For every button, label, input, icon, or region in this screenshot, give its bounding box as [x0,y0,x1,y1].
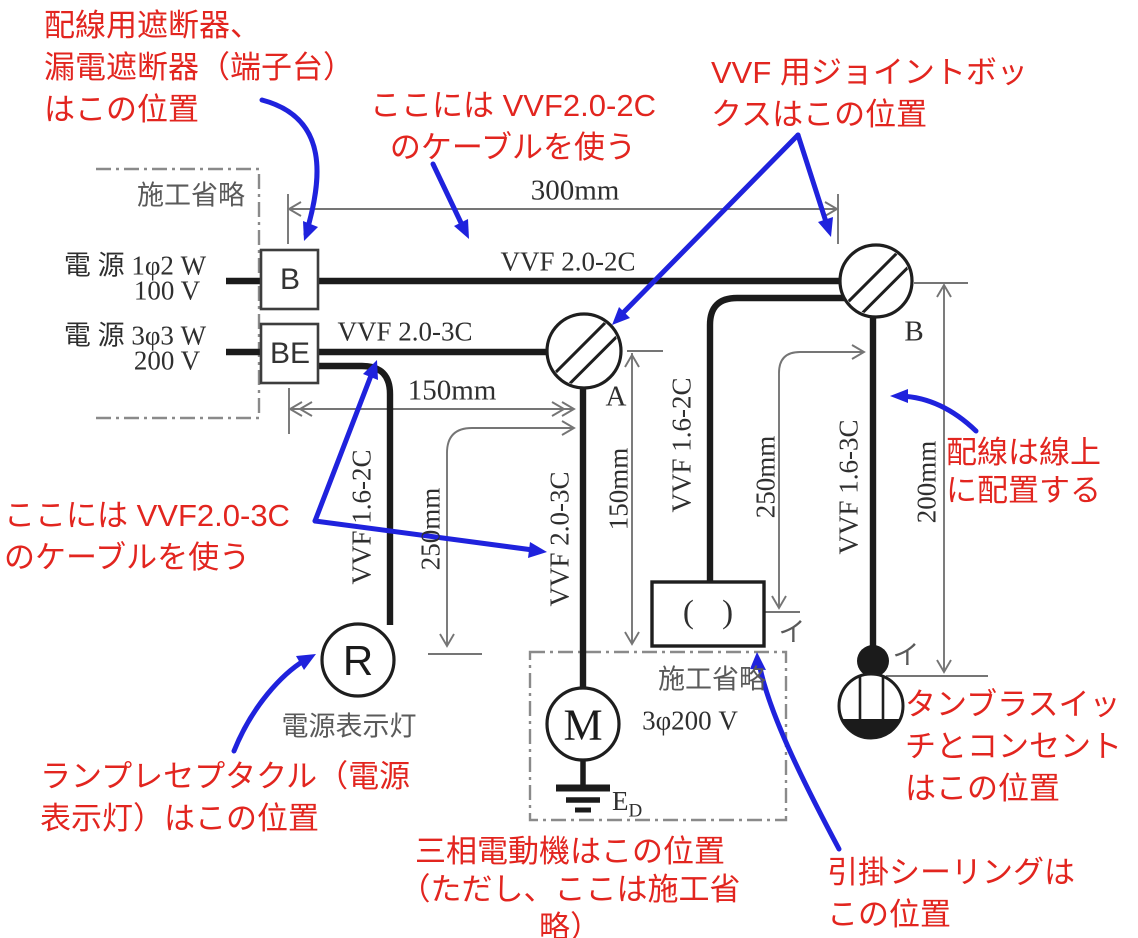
annotation-lamp-receptacle-position: ランプレセプタクル（電源 表示灯）はこの位置 [40,759,411,837]
motor-rating: 3φ200 V [642,705,738,736]
joint-box-a [545,312,623,390]
arrow-to-joint-b [795,132,830,228]
arrow-to-ceiling-rose [756,660,842,852]
arrow-to-vvf203c-upper [312,370,375,524]
cable-label-switch-run: VVF 1.6-3C [833,419,864,555]
ground-label-sub: D [628,800,643,822]
breaker-box [259,248,320,311]
cable-label-receptacle-run: VVF 1.6-2C [346,449,377,585]
source2-name: 電 源 3φ3 W [63,320,207,351]
tumbler-switch-dot [857,645,889,677]
breaker-box-label: B [279,263,301,296]
arrow-to-vvf203c-lower [312,518,536,553]
dimension-be-to-a: 150mm [407,374,497,407]
annotation-motor-position: 三相電動機はこの位置 （ただし、ここは施工省略） [399,834,741,938]
cable-runs [226,277,877,689]
ceiling-run [706,294,845,582]
annotation-arrowheads [296,217,908,670]
annotation-joint-box-position: VVF 用ジョイントボッ クスはこの位置 [711,55,1028,133]
breaker-boxes [259,248,320,385]
dimension-ceiling-drop: 250mm [750,435,781,519]
motor-letter: M [563,700,603,750]
ceiling-rose-glyph: ( ) [682,594,744,631]
construction-omitted-bottom-label: 施工省略 [658,664,766,695]
dimension-top-span: 300mm [530,174,620,207]
dimension-receptacle-drop: 250mm [415,487,446,571]
receptacle-run [318,362,394,625]
arrow-to-joint-a [615,132,801,321]
arrow-to-breakers [259,97,320,237]
construction-omitted-top-label: 施工省略 [137,180,245,211]
arrow-to-receptacle [231,657,308,754]
switch-circuit-label: イ [892,640,920,671]
ground-label-main: E [612,786,629,816]
ground-symbol [556,760,610,813]
annotation-ceiling-rose-position: 引掛シーリングは この位置 [827,855,1075,933]
annotation-arrows [231,97,979,852]
annotation-vvf202c-cable: ここには VVF2.0-2C のケーブルを使う [370,88,656,166]
joint-b-label: B [904,315,924,348]
receptacle-circle [320,622,396,698]
dimension-switch-drop: 200mm [911,440,942,524]
ground-label: ED [612,786,642,822]
cable-label-top-run: VVF 2.0-2C [500,246,636,277]
annotation-breaker-position: 配線用遮断器、 漏電遮断器（端子台） はこの位置 [44,8,354,128]
source1-voltage: 100 V [133,275,201,306]
elb-box [259,322,320,385]
source2-voltage: 200 V [133,345,201,376]
arrow-to-switch-wire [898,393,979,434]
motor-circle [545,686,621,762]
joint-a-label: A [605,380,627,413]
annotation-wiring-on-line: 配線は線上 に配置する [946,435,1101,508]
dimension-a-drop: 150mm [603,447,634,531]
receptacle-caption: 電源表示灯 [281,711,417,742]
cable-label-motor-run: VVF 2.0-3C [544,471,575,607]
ceiling-rose-box [650,580,766,648]
receptacle-letter: R [342,637,374,684]
arrow-to-vvf202c [430,161,466,230]
joint-box-b [838,243,914,319]
annotation-vvf203c-cable: ここには VVF2.0-3C のケーブルを使う [4,498,290,576]
annotation-switch-outlet-position: タンブラスイッ チとコンセント はこの位置 [905,687,1122,807]
construction-omitted-borders [96,167,788,822]
dimension-lines [287,194,988,677]
outlet-symbol [837,672,905,740]
cable-label-ceiling-run: VVF 1.6-2C [666,377,697,513]
cable-label-be-run: VVF 2.0-3C [337,316,473,347]
source1-name: 電 源 1φ2 W [63,250,207,281]
elb-box-label: BE [269,337,311,370]
ceiling-circuit-label: イ [778,617,806,648]
